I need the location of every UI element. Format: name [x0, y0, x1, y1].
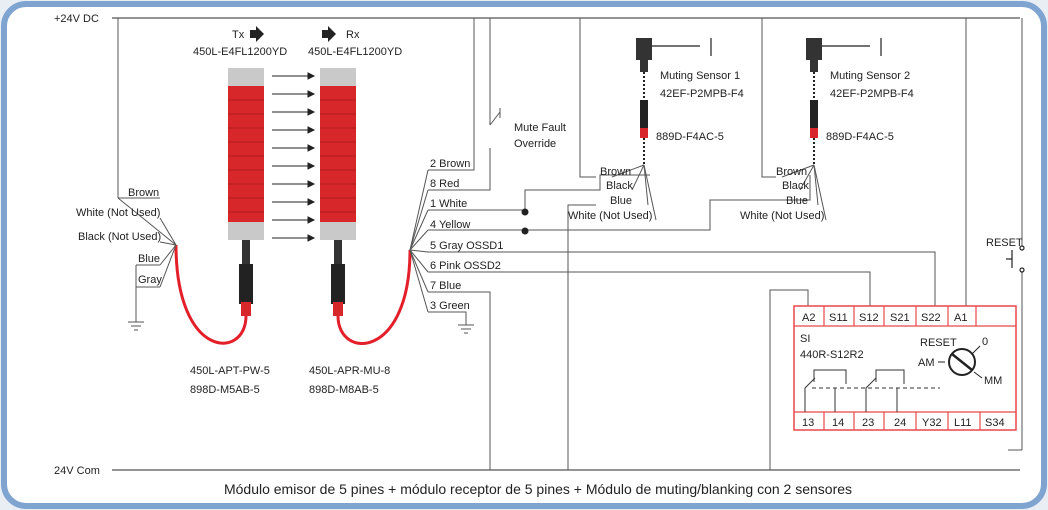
- rx-cable: [336, 249, 412, 345]
- sensor2-wire-label: Blue: [786, 195, 808, 207]
- tx-cable: [174, 244, 248, 345]
- sensor2-wire-label: White (Not Used): [740, 210, 824, 222]
- tx-wire-label: Black (Not Used): [78, 231, 161, 243]
- tx-connector: [239, 240, 253, 316]
- junction-dot: [521, 208, 529, 216]
- sensor1-wire-label: Black: [606, 180, 633, 192]
- caption: Módulo emisor de 5 pines + módulo recept…: [224, 481, 852, 497]
- tx-wire-label: Blue: [138, 253, 160, 265]
- relay-terminal: A1: [954, 312, 967, 324]
- safety-relay: [793, 305, 1017, 431]
- rx-tag: Rx: [346, 29, 360, 41]
- relay-am-label: AM: [918, 357, 935, 369]
- tx-tag: Tx: [232, 29, 245, 41]
- relay-terminal: L11: [954, 417, 972, 429]
- transmitter: [228, 68, 264, 240]
- sensor2-wire-label: Black: [782, 180, 809, 192]
- tx-connector-model: 898D-M5AB-5: [190, 384, 260, 396]
- rx-wire-label: 1 White: [430, 198, 467, 210]
- power-rails: [112, 17, 1020, 471]
- rx-wire-label: 4 Yellow: [430, 219, 470, 231]
- relay-terminal: 23: [862, 417, 874, 429]
- relay-zero-label: 0: [982, 336, 988, 348]
- rx-wire-label: 3 Green: [430, 300, 470, 312]
- relay-terminal: S34: [985, 417, 1005, 429]
- sensor1-cable: 889D-F4AC-5: [656, 131, 724, 143]
- rx-connector-model: 898D-M8AB-5: [309, 384, 379, 396]
- sensor1-wire-label: White (Not Used): [568, 210, 652, 222]
- tx-wire-label: Brown: [128, 187, 159, 199]
- sensor1-name: Muting Sensor 1: [660, 70, 740, 82]
- rx-cable-model: 450L-APR-MU-8: [309, 365, 390, 377]
- relay-terminal: A2: [802, 312, 815, 324]
- tx-arrow-icon: [250, 26, 264, 42]
- reset-switch-label: RESET: [986, 237, 1023, 249]
- sensor1-wire-label: Blue: [610, 195, 632, 207]
- relay-terminal: S12: [859, 312, 879, 324]
- sensor1-wire-lines: [567, 18, 657, 470]
- sensor1-wire-label: Brown: [600, 166, 631, 178]
- relay-terminal: 13: [802, 417, 814, 429]
- rx-wire-label: 8 Red: [430, 178, 459, 190]
- relay-label: SI: [800, 333, 810, 345]
- muting-sensor-2: [806, 38, 882, 165]
- tx-wire-label: Gray: [138, 274, 162, 286]
- relay-terminal: 24: [894, 417, 906, 429]
- reset-switch[interactable]: [1006, 245, 1025, 273]
- receiver: [320, 68, 356, 240]
- sensor2-name: Muting Sensor 2: [830, 70, 910, 82]
- relay-model: 440R-S12R2: [800, 349, 864, 361]
- relay-terminal: S22: [921, 312, 941, 324]
- muting-sensor-1: [636, 38, 712, 165]
- sensor2-wire-label: Brown: [776, 166, 807, 178]
- rx-connector: [331, 240, 345, 316]
- rx-wire-label: 6 Pink OSSD2: [430, 260, 501, 272]
- rx-wire-label: 5 Gray OSSD1: [430, 240, 503, 252]
- relay-terminal: S21: [890, 312, 910, 324]
- tx-cable-model: 450L-APT-PW-5: [190, 365, 270, 377]
- relay-terminal: 14: [832, 417, 844, 429]
- rx-wire-label: 2 Brown: [430, 158, 470, 170]
- relay-reset-label: RESET: [920, 337, 957, 349]
- rx-arrow-icon: [322, 26, 336, 42]
- relay-terminal: Y32: [922, 417, 942, 429]
- sensor2-model: 42EF-P2MPB-F4: [830, 88, 914, 100]
- rail-bottom-label: 24V Com: [54, 465, 100, 477]
- light-beams: [272, 72, 316, 242]
- rx-wire-label: 7 Blue: [430, 280, 461, 292]
- sensor2-wire-lines: [761, 18, 827, 221]
- right-wiring: [769, 18, 1023, 470]
- rx-wire-lines: [409, 18, 936, 470]
- relay-terminal: S11: [829, 312, 848, 324]
- relay-mm-label: MM: [984, 375, 1002, 387]
- junction-dot: [521, 227, 529, 235]
- tx-wire-lines: [117, 18, 177, 331]
- mute-override-label: Mute Fault: [514, 122, 566, 134]
- rx-model: 450L-E4FL1200YD: [308, 46, 402, 58]
- sensor2-cable: 889D-F4AC-5: [826, 131, 894, 143]
- tx-model: 450L-E4FL1200YD: [193, 46, 287, 58]
- rail-top-label: +24V DC: [54, 13, 99, 25]
- tx-wire-label: White (Not Used): [76, 207, 160, 219]
- mute-override-label: Override: [514, 138, 556, 150]
- sensor1-model: 42EF-P2MPB-F4: [660, 88, 744, 100]
